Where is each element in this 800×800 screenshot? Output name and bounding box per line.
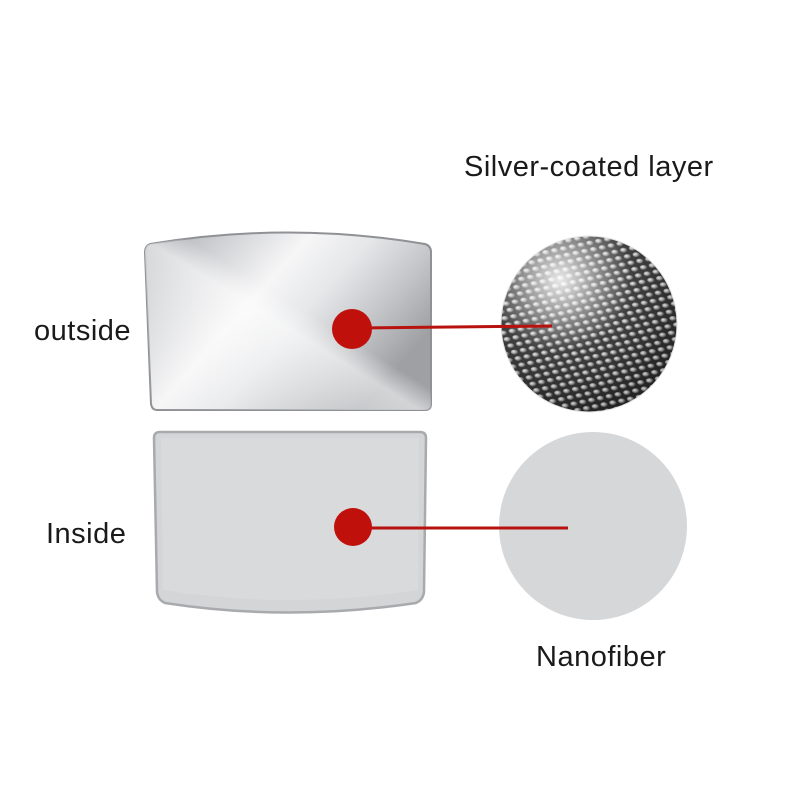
silver-coated-layer-label: Silver-coated layer bbox=[464, 151, 714, 183]
inside-marker-dot bbox=[334, 508, 372, 546]
outside-connector-line bbox=[354, 324, 553, 330]
outside-label: outside bbox=[34, 315, 132, 347]
silver-mesh-closeup bbox=[500, 235, 678, 413]
outside-marker-dot bbox=[332, 309, 372, 349]
nanofiber-label: Nanofiber bbox=[536, 641, 667, 673]
outside-panel bbox=[143, 231, 432, 411]
inside-panel bbox=[152, 430, 428, 614]
inside-label: Inside bbox=[46, 518, 127, 550]
nanofiber-closeup bbox=[499, 432, 687, 620]
